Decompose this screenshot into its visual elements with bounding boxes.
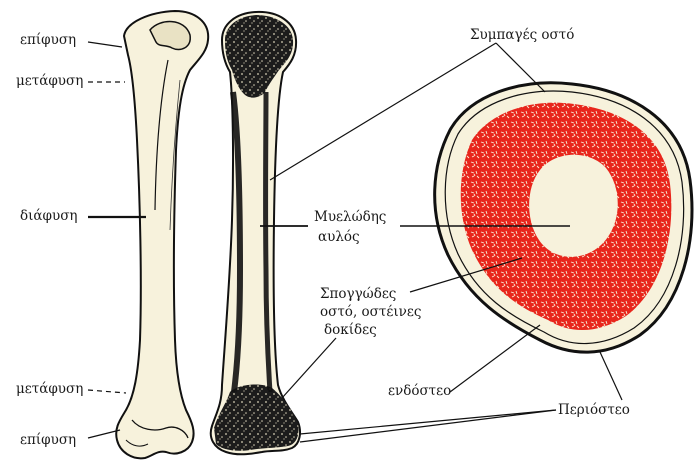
- label-medullary-line2: αυλός: [318, 228, 360, 246]
- label-epiphysis-bottom: επίφυση: [20, 431, 76, 449]
- label-endosteum: ενδόστεο: [388, 382, 451, 400]
- label-periosteum: Περιόστεο: [558, 401, 630, 419]
- label-compact-bone: Συμπαγές οστό: [470, 26, 574, 44]
- label-diaphysis: διάφυση: [20, 207, 78, 225]
- label-metaphysis-top: μετάφυση: [16, 72, 83, 90]
- humerus-exterior: [116, 11, 208, 458]
- label-spongy-line1: Σπογγώδες: [320, 285, 396, 303]
- humerus-section: [211, 12, 300, 454]
- label-medullary-line1: Μυελώδης: [314, 208, 386, 226]
- label-spongy-line2: οστό, οστέινες: [320, 303, 421, 321]
- label-metaphysis-bottom: μετάφυση: [16, 380, 83, 398]
- bone-cross-section: [435, 83, 692, 352]
- label-epiphysis-top: επίφυση: [20, 31, 76, 49]
- label-spongy-line3: δοκίδες: [324, 321, 377, 339]
